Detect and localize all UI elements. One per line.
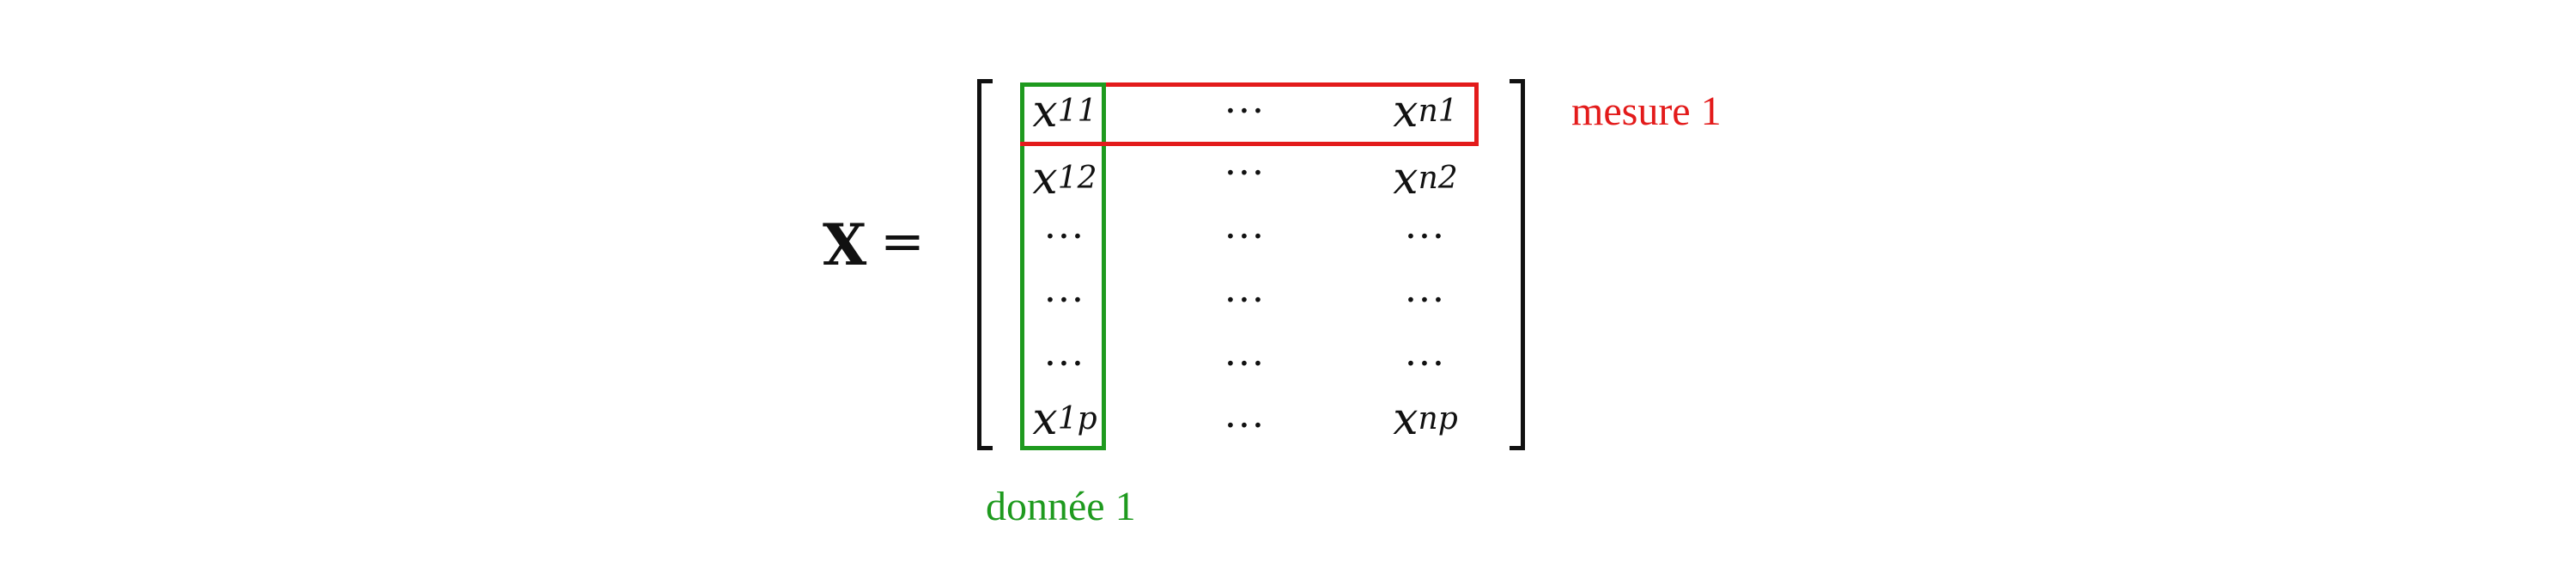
column-highlight-box xyxy=(1020,82,1106,450)
matrix-cell-r5-c2: ··· xyxy=(1224,342,1266,386)
matrix-name: X xyxy=(823,211,867,278)
matrix-cell-r3-c2: ··· xyxy=(1224,215,1266,259)
matrix-cell-r1-c2: ··· xyxy=(1224,89,1266,133)
matrix-cell-r5-c1: ··· xyxy=(1044,342,1085,386)
matrix-cell-r3-c1: ··· xyxy=(1044,215,1085,259)
left-bracket xyxy=(977,79,993,450)
matrix-cell-r4-c2: ··· xyxy=(1224,278,1266,322)
column-annotation-label: donnée 1 xyxy=(986,484,1136,529)
equals-sign: = xyxy=(880,210,925,272)
row-highlight-underline xyxy=(1020,142,1115,146)
matrix-cell-r6-c2: ··· xyxy=(1224,404,1266,448)
row-annotation-label: mesure 1 xyxy=(1571,89,1722,134)
right-bracket xyxy=(1510,79,1525,450)
matrix-cell-r5-c3: ··· xyxy=(1405,342,1446,386)
matrix-cell-r4-c3: ··· xyxy=(1405,278,1446,322)
row-highlight-box xyxy=(1106,82,1479,146)
matrix-cell-r4-c1: ··· xyxy=(1044,278,1085,322)
matrix-cell-r3-c3: ··· xyxy=(1405,215,1446,259)
matrix-cell-r2-c2: ··· xyxy=(1224,151,1266,195)
